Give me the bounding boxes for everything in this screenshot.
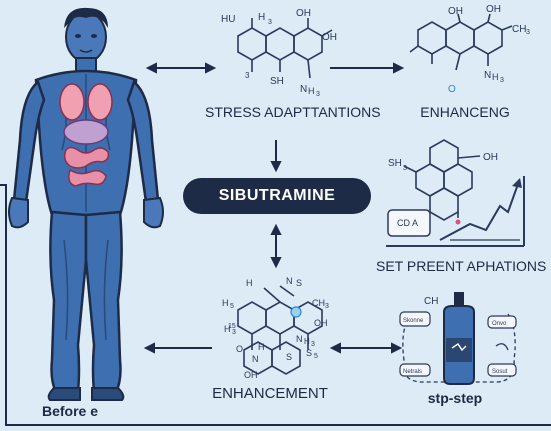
label-stp-step: stp-step bbox=[427, 390, 483, 406]
formula-hu: HU bbox=[221, 14, 235, 25]
rising-chart-sketch: CD A bbox=[386, 176, 525, 247]
formula-oh: OH bbox=[296, 8, 311, 19]
formula-sub: 3 bbox=[526, 29, 530, 36]
box-label: Skonne bbox=[403, 318, 424, 324]
formula-oh: OH bbox=[244, 370, 258, 380]
chart-sketch-label: CD bbox=[397, 218, 410, 228]
formula-sub: 3 bbox=[325, 303, 329, 310]
formula-s: S bbox=[306, 348, 312, 358]
molecule-mid-right bbox=[403, 139, 481, 221]
intestines bbox=[63, 146, 110, 187]
formula-n: N bbox=[484, 70, 491, 81]
lung-left bbox=[59, 83, 85, 121]
formula-sub: 3 bbox=[232, 329, 236, 336]
formula-h: H bbox=[308, 86, 315, 96]
formula-n: N bbox=[296, 334, 303, 344]
formula-ch: CH bbox=[512, 24, 526, 35]
human-body-illustration bbox=[8, 7, 164, 401]
formula-h: H bbox=[492, 72, 499, 82]
formula-h: H bbox=[304, 337, 310, 346]
formula-sh: SH bbox=[388, 158, 402, 169]
molecule-bottom-center bbox=[237, 285, 323, 375]
formula-oh: OH bbox=[486, 4, 501, 15]
formula-sub: 3 bbox=[311, 341, 315, 348]
frame-line bbox=[0, 184, 551, 426]
label-stress-adaptations: STRESS ADAPTTANTIONS bbox=[205, 104, 381, 120]
formula-s: S bbox=[286, 352, 292, 362]
formula-sub: 3 bbox=[500, 77, 504, 84]
marker-dot bbox=[455, 219, 461, 225]
formula-n: N bbox=[300, 84, 307, 95]
formula-h: H bbox=[258, 12, 265, 23]
bottle-process-illustration: CH Skonne Onvo Netrals Sosut bbox=[399, 292, 517, 385]
formula-o: O bbox=[236, 344, 243, 354]
formula-oh: OH bbox=[322, 32, 337, 43]
arrows bbox=[143, 62, 405, 354]
chart-sketch-label: A bbox=[412, 218, 418, 228]
formula-n: N bbox=[286, 276, 293, 286]
formula-sub: 5 bbox=[314, 353, 318, 360]
formula-sub: 3 bbox=[245, 71, 250, 80]
stomach bbox=[63, 119, 109, 145]
formula-sub: 3 bbox=[268, 19, 272, 26]
formula-oh: OH bbox=[448, 6, 463, 17]
formula-h: H bbox=[222, 298, 229, 308]
formula-h: H bbox=[258, 342, 265, 352]
molecule-top-center bbox=[237, 18, 333, 79]
box-label: Netrals bbox=[403, 369, 422, 375]
bottle-cap bbox=[454, 292, 464, 308]
box-label: Sosut bbox=[492, 369, 508, 375]
formula-h: H bbox=[224, 324, 231, 334]
formula-n: N bbox=[252, 354, 259, 364]
formula-oh: OH bbox=[314, 318, 328, 328]
formula-ch: CH bbox=[424, 296, 438, 307]
lung-right bbox=[87, 83, 113, 121]
box-label: Onvo bbox=[492, 321, 507, 327]
highlight-atom bbox=[290, 306, 302, 318]
formula-num: 15 bbox=[228, 323, 236, 330]
label-before: Before e bbox=[41, 403, 99, 419]
label-set-present: SET PREENT APHATIONS bbox=[376, 258, 547, 274]
formula-ch: CH bbox=[312, 298, 325, 308]
formula-sh: SH bbox=[270, 76, 284, 87]
formula-sub: 5 bbox=[230, 303, 234, 310]
molecule-top-right bbox=[409, 13, 513, 71]
formula-h: H bbox=[246, 278, 253, 288]
formula-oh: OH bbox=[483, 152, 498, 163]
formula-sub: 3 bbox=[403, 165, 407, 172]
center-label-pill: SIBUTRAMINE bbox=[183, 178, 371, 214]
formula-s: S bbox=[296, 278, 302, 288]
label-enhanceng: ENHANCENG bbox=[420, 104, 510, 120]
formula-o: O bbox=[448, 84, 456, 95]
formula-sub: 3 bbox=[316, 91, 320, 98]
label-enhancement: ENHANCEMENT bbox=[212, 385, 328, 402]
